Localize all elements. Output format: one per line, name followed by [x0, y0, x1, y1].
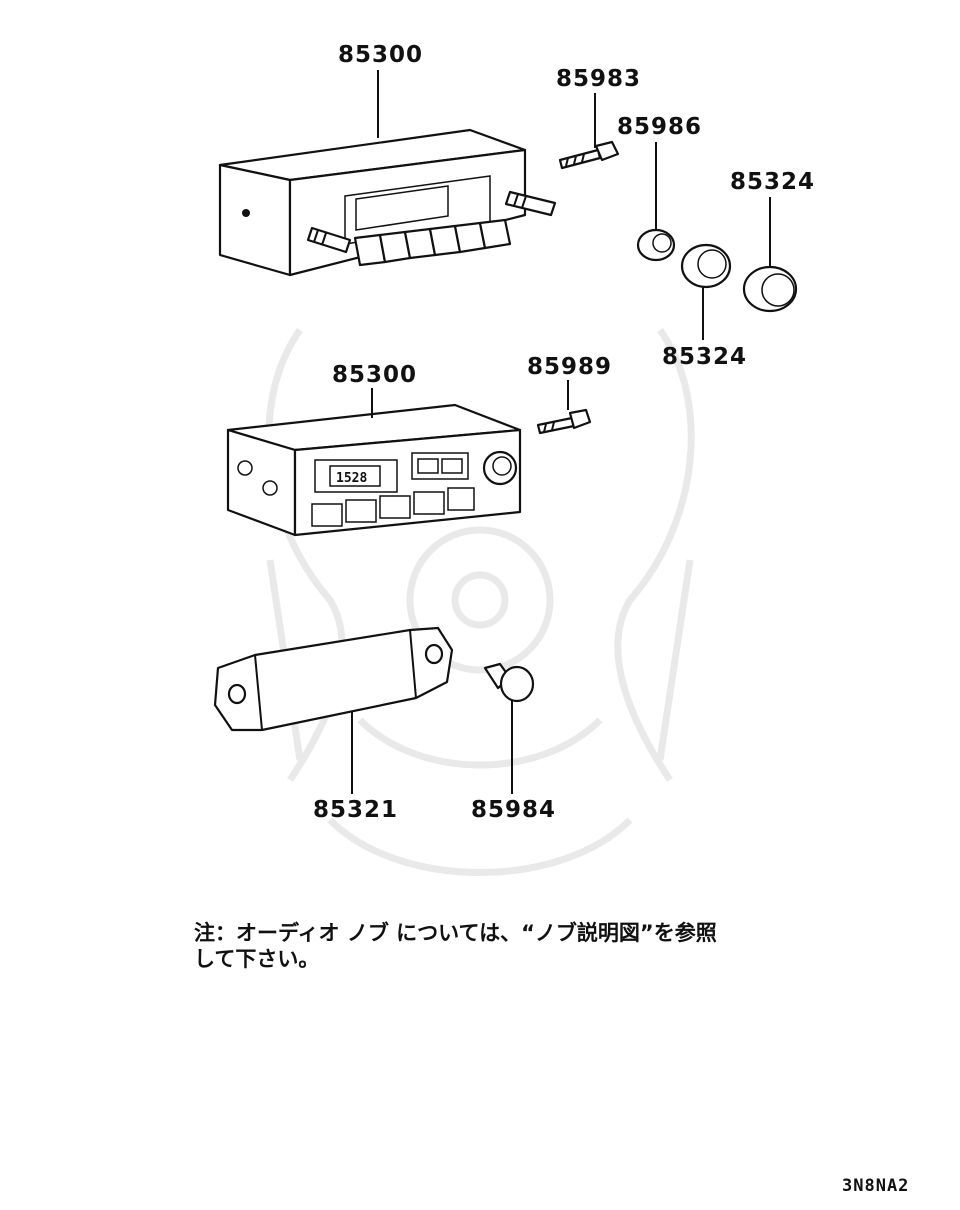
bracket — [213, 626, 454, 732]
label-85321: 85321 — [313, 797, 398, 823]
nut — [636, 228, 676, 262]
label-85986: 85986 — [617, 114, 702, 140]
note-line-1: 注：オーディオ ノブ については、“ノブ説明図”を参照 — [194, 921, 717, 945]
radio-unit-upper — [218, 128, 557, 277]
label-85983: 85983 — [556, 66, 641, 92]
label-85300-upper: 85300 — [338, 42, 423, 68]
knob-ring — [680, 243, 732, 289]
radio-unit-lower: 1528 — [226, 403, 522, 537]
screw-upper — [558, 140, 620, 170]
label-85300-lower: 85300 — [332, 362, 417, 388]
label-85989: 85989 — [527, 354, 612, 380]
label-85324-ring: 85324 — [662, 344, 747, 370]
knob-reference-note: 注：オーディオ ノブ については、“ノブ説明図”を参照 して下さい。 — [194, 920, 834, 972]
screw-lower — [536, 408, 592, 435]
note-line-2: して下さい。 — [194, 947, 320, 971]
leader-lines — [351, 70, 771, 794]
watermark-emblem — [265, 327, 695, 876]
knob-cap — [742, 265, 798, 313]
label-85984: 85984 — [471, 797, 556, 823]
label-85324-cap: 85324 — [730, 169, 815, 195]
diagram-code: 3N8NA2 — [842, 1176, 910, 1196]
part-labels: 85300 85983 85986 85324 85324 85300 8598… — [313, 42, 815, 823]
display-readout: 1528 — [336, 471, 367, 486]
clip — [483, 662, 535, 703]
